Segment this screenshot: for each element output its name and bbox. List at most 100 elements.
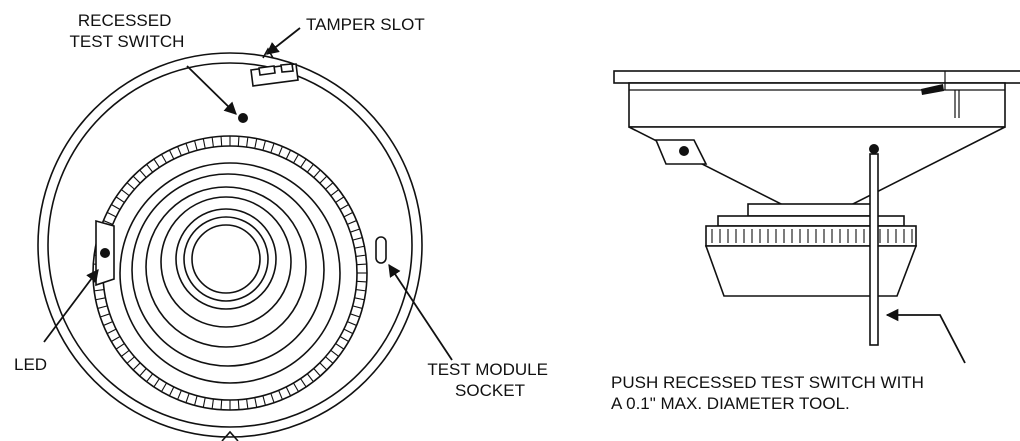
serrated-ring-inner (102, 145, 358, 401)
ring-tooth (325, 356, 334, 364)
ring-tooth (139, 368, 147, 377)
test-switch-leader (186, 65, 237, 115)
ring-tooth (177, 146, 182, 156)
ring-tooth (126, 356, 135, 364)
ring-tooth (103, 220, 113, 225)
ring-tooth (335, 196, 345, 203)
ring-tooth (246, 398, 249, 409)
ring-tooth (177, 390, 182, 400)
ring-tooth (313, 169, 321, 178)
test-tool (869, 153, 879, 346)
ring-tooth (343, 328, 354, 335)
detector-side-view (613, 70, 1020, 346)
ring-tooth (355, 254, 366, 257)
ring-tooth (237, 136, 240, 147)
ring-tooth (343, 211, 354, 218)
ring-tooth (330, 189, 340, 197)
ring-tooth (319, 362, 328, 371)
ring-tooth (347, 321, 357, 326)
test-module-socket-label: TEST MODULE SOCKET (427, 360, 552, 400)
ring-tooth (356, 280, 367, 283)
ring-tooth (153, 378, 160, 388)
ring-tooth (146, 163, 154, 173)
ring-tooth (278, 146, 283, 156)
ring-tooth (270, 143, 275, 153)
inner-rim (47, 62, 413, 428)
ring-tooth (262, 395, 266, 406)
ring-tooth (220, 136, 223, 147)
ring-tooth (352, 237, 363, 241)
ring-tooth (335, 343, 345, 350)
ring-tooth (103, 321, 113, 326)
ring-tooth (202, 138, 206, 149)
ring-tooth (146, 373, 154, 383)
ring-tooth (319, 175, 328, 184)
ring-tooth (120, 189, 130, 197)
ring-tooth (106, 328, 117, 335)
ring-tooth (352, 305, 363, 309)
ring-tooth (111, 336, 121, 342)
ring-tooth (350, 228, 360, 233)
bottom-lens (704, 245, 918, 297)
ring-tooth (185, 393, 190, 403)
ring-tooth (194, 140, 198, 151)
ring-tooth (354, 297, 365, 301)
ring-tooth (100, 313, 110, 318)
push-instruction-leader (885, 308, 966, 364)
ring-tooth (270, 393, 275, 403)
recessed-test-switch-dot (238, 113, 248, 123)
ring-tooth (293, 382, 299, 392)
ring-tooth (220, 399, 223, 410)
bottom-notch (221, 430, 239, 441)
ring-tooth (300, 378, 307, 388)
ring-tooth (202, 397, 206, 408)
serrated-band-teeth (711, 229, 913, 243)
cone-body (628, 126, 1006, 208)
ring-tooth (161, 382, 167, 392)
ring-tooth (354, 245, 365, 249)
ring-tooth (211, 398, 214, 409)
ring-tooth (115, 196, 125, 203)
socket-leader (388, 263, 453, 361)
ring-tooth (300, 158, 307, 168)
ring-tooth (168, 386, 175, 397)
ring-tooth (254, 397, 258, 408)
ring-tooth (237, 399, 240, 410)
serrated-ring-teeth (93, 136, 367, 410)
ring-tooth (254, 138, 258, 149)
ring-tooth (194, 395, 198, 406)
led-label: LED (14, 355, 47, 374)
led-window (95, 219, 115, 287)
ring-tooth (106, 211, 117, 218)
ring-tooth (306, 373, 314, 383)
tamper-slot-side (921, 84, 944, 95)
serrated-band (705, 225, 917, 247)
ring-tooth (262, 140, 266, 151)
ring-tooth (313, 368, 321, 377)
tool-tip (869, 144, 879, 154)
led-side-dot (679, 146, 689, 156)
recessed-test-switch-label: RECESSED TEST SWITCH (70, 11, 185, 51)
ring-tooth (168, 149, 175, 160)
ring-tooth (111, 204, 121, 210)
outer-rim (37, 52, 423, 438)
ring-tooth (306, 163, 314, 173)
ring-tooth (350, 313, 360, 318)
ring-tooth (132, 362, 141, 371)
ring-tooth (356, 263, 367, 266)
ring-tooth (94, 289, 105, 292)
ring-tooth (120, 349, 130, 357)
ring-tooth (330, 349, 340, 357)
ring-tooth (325, 182, 334, 190)
push-instruction-label: PUSH RECESSED TEST SWITCH WITH A 0.1" MA… (611, 373, 929, 413)
ring-tooth (355, 289, 366, 292)
ring-tooth (278, 390, 283, 400)
ring-tooth (293, 154, 299, 164)
lower-collar (747, 203, 877, 217)
ring-tooth (211, 137, 214, 148)
ring-tooth (339, 204, 349, 210)
led-leader (43, 268, 99, 343)
ring-tooth (347, 220, 357, 225)
tamper-slot-leader (266, 27, 301, 55)
